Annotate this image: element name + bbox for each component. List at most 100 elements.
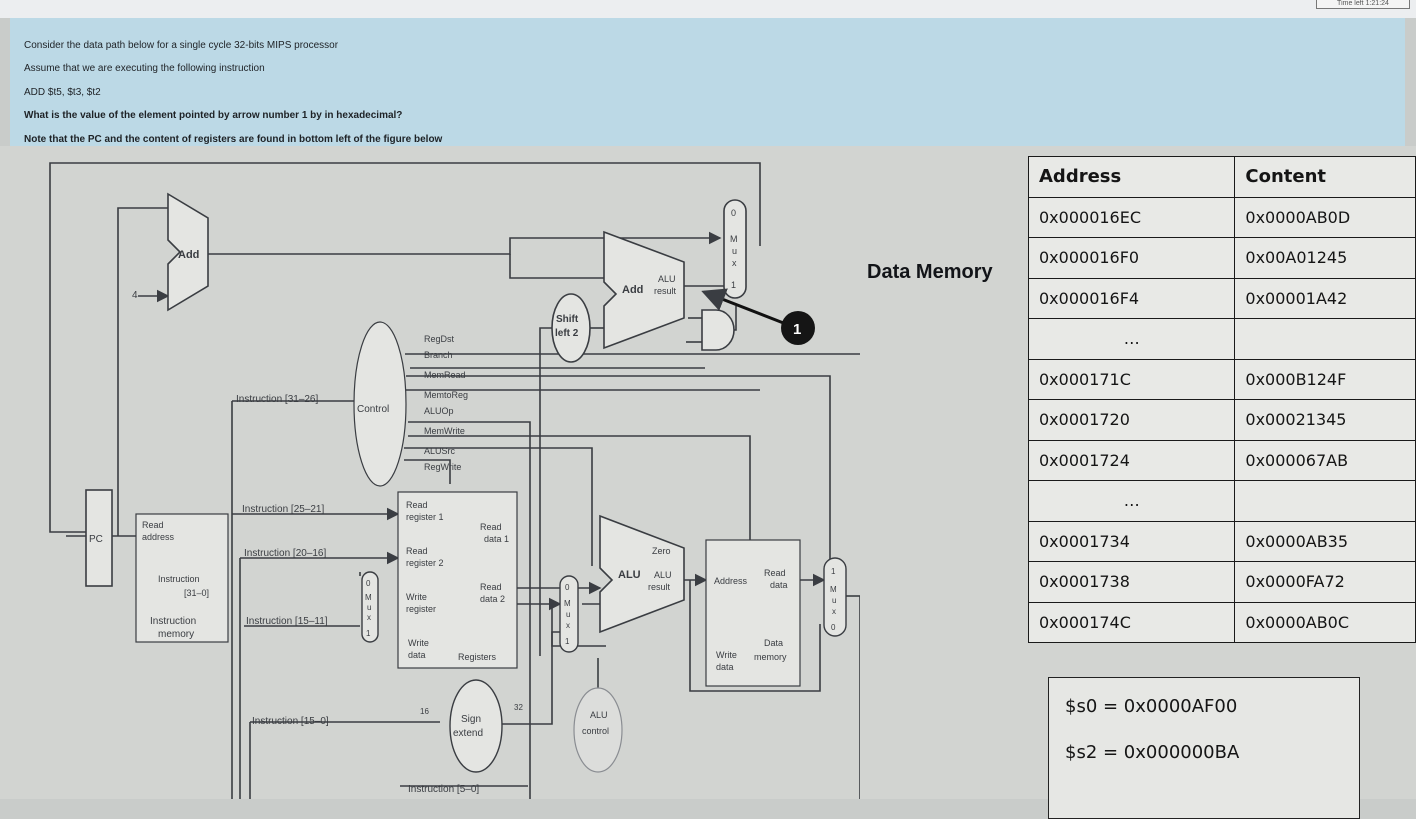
cell-address: 0x000016EC bbox=[1027, 196, 1236, 238]
write-data-a: Write bbox=[408, 638, 429, 648]
read-reg-2-a: Read bbox=[406, 546, 428, 556]
alusrc-mux-0: 0 bbox=[565, 583, 570, 592]
alusrc-mux-m: M bbox=[564, 599, 571, 608]
pointer-arrow bbox=[701, 288, 787, 326]
cell-address: 0x000016F4 bbox=[1027, 277, 1236, 319]
table-row: … bbox=[1027, 318, 1416, 360]
memtoreg-mux bbox=[823, 557, 847, 637]
branch-adder-label: Add bbox=[622, 284, 643, 296]
and-gate bbox=[701, 309, 735, 351]
dm-label-1: Data bbox=[764, 638, 783, 648]
alu-control-label-2: control bbox=[582, 726, 609, 736]
question-line-4: What is the value of the element pointed… bbox=[24, 110, 403, 121]
alu-control bbox=[573, 687, 623, 773]
header-address: Address bbox=[1027, 156, 1236, 198]
control-unit bbox=[353, 321, 407, 487]
cell-content: 0x00021345 bbox=[1234, 399, 1416, 441]
memtoreg-mux-x: x bbox=[832, 607, 836, 616]
main-alu-result-1: ALU bbox=[654, 570, 672, 580]
cell-address: 0x0001724 bbox=[1027, 439, 1236, 481]
pc-src-mux bbox=[723, 199, 747, 299]
timer: Time left 1:21:24 bbox=[1316, 0, 1410, 9]
read-data-2-a: Read bbox=[480, 582, 502, 592]
cell-address: 0x0001720 bbox=[1027, 399, 1236, 441]
register-s2: $s2 = 0x000000BA bbox=[1065, 742, 1240, 763]
bits-16-label: 16 bbox=[420, 707, 429, 716]
sig-memwrite: MemWrite bbox=[424, 426, 465, 436]
write-reg-b: register bbox=[406, 604, 436, 614]
shift-left-2 bbox=[551, 293, 591, 363]
cell-content bbox=[1234, 318, 1416, 360]
cell-address: 0x000171C bbox=[1027, 358, 1236, 400]
question-line-3: ADD $t5, $t3, $t2 bbox=[24, 87, 101, 98]
instr-15-11-label: Instruction [15–11] bbox=[246, 616, 328, 627]
memtoreg-mux-1: 1 bbox=[831, 567, 836, 576]
cell-content: 0x0000AB0C bbox=[1234, 601, 1416, 643]
read-data-2-b: data 2 bbox=[480, 594, 505, 604]
write-reg-a: Write bbox=[406, 592, 427, 602]
instruction-memory-label-1: Instruction bbox=[150, 616, 196, 627]
question-line-2: Assume that we are executing the followi… bbox=[24, 63, 265, 74]
cell-ellipsis: … bbox=[1027, 318, 1236, 360]
sig-alusrc: ALUSrc bbox=[424, 446, 456, 456]
sig-regdst: RegDst bbox=[424, 334, 455, 344]
alu-control-label-1: ALU bbox=[590, 710, 608, 720]
main-alu-label: ALU bbox=[618, 569, 641, 581]
register-file bbox=[397, 491, 518, 669]
top-bar bbox=[0, 0, 1416, 18]
header-content: Content bbox=[1234, 156, 1416, 198]
cell-address: 0x0001734 bbox=[1027, 520, 1236, 562]
cell-content: 0x0000AB35 bbox=[1234, 520, 1416, 562]
arrow-number-badge bbox=[781, 311, 815, 345]
alusrc-mux-u: u bbox=[566, 610, 570, 619]
instr-31-26-label: Instruction [31–26] bbox=[236, 394, 318, 405]
control-label: Control bbox=[357, 404, 389, 415]
data-memory-label: Data Memory bbox=[867, 261, 993, 283]
bits-32-label: 32 bbox=[514, 703, 523, 712]
dm-label-2: memory bbox=[754, 652, 787, 662]
register-values-box: $s0 = 0x0000AF00 $s2 = 0x000000BA bbox=[1048, 677, 1360, 819]
cell-address: 0x0001738 bbox=[1027, 561, 1236, 603]
shift-label-1: Shift bbox=[556, 314, 579, 325]
read-data-1-b: data 1 bbox=[484, 534, 509, 544]
question-panel: Consider the data path below for a singl… bbox=[10, 18, 1405, 146]
cell-content: 0x000067AB bbox=[1234, 439, 1416, 481]
cell-ellipsis: … bbox=[1027, 480, 1236, 522]
shift-label-2: left 2 bbox=[555, 328, 579, 339]
branch-alu-label: ALU bbox=[658, 274, 676, 284]
pc-mux-1: 1 bbox=[731, 280, 736, 290]
sig-memtoreg: MemtoReg bbox=[424, 390, 468, 400]
instr-25-21-label: Instruction [25–21] bbox=[242, 504, 324, 515]
alusrc-mux-1: 1 bbox=[565, 637, 570, 646]
instr-31-0-label-2: [31–0] bbox=[184, 588, 209, 598]
read-reg-1-a: Read bbox=[406, 500, 428, 510]
sig-branch: Branch bbox=[424, 350, 453, 360]
sig-memread: MemRead bbox=[424, 370, 466, 380]
main-alu-result-2: result bbox=[648, 582, 671, 592]
dm-read-data-2: data bbox=[770, 580, 788, 590]
cell-content: 0x0000FA72 bbox=[1234, 561, 1416, 603]
regdst-mux-1: 1 bbox=[366, 629, 371, 638]
cell-content: 0x00001A42 bbox=[1234, 277, 1416, 319]
pc-mux-u: u bbox=[732, 246, 737, 256]
sig-regwrite: RegWrite bbox=[424, 462, 461, 472]
pc-mux-m: M bbox=[730, 234, 738, 244]
instruction-memory bbox=[135, 513, 229, 643]
pc-register bbox=[85, 489, 113, 587]
read-address-label-1: Read bbox=[142, 520, 164, 530]
instruction-memory-label-2: memory bbox=[158, 629, 194, 640]
read-data-1-a: Read bbox=[480, 522, 502, 532]
sign-extend-label-1: Sign bbox=[461, 714, 481, 725]
pc-mux-x: x bbox=[732, 258, 737, 268]
alusrc-mux bbox=[559, 575, 579, 653]
instr-5-0-label: Instruction [5–0] bbox=[408, 784, 479, 795]
cell-content: 0x00A01245 bbox=[1234, 237, 1416, 279]
read-reg-1-b: register 1 bbox=[406, 512, 444, 522]
